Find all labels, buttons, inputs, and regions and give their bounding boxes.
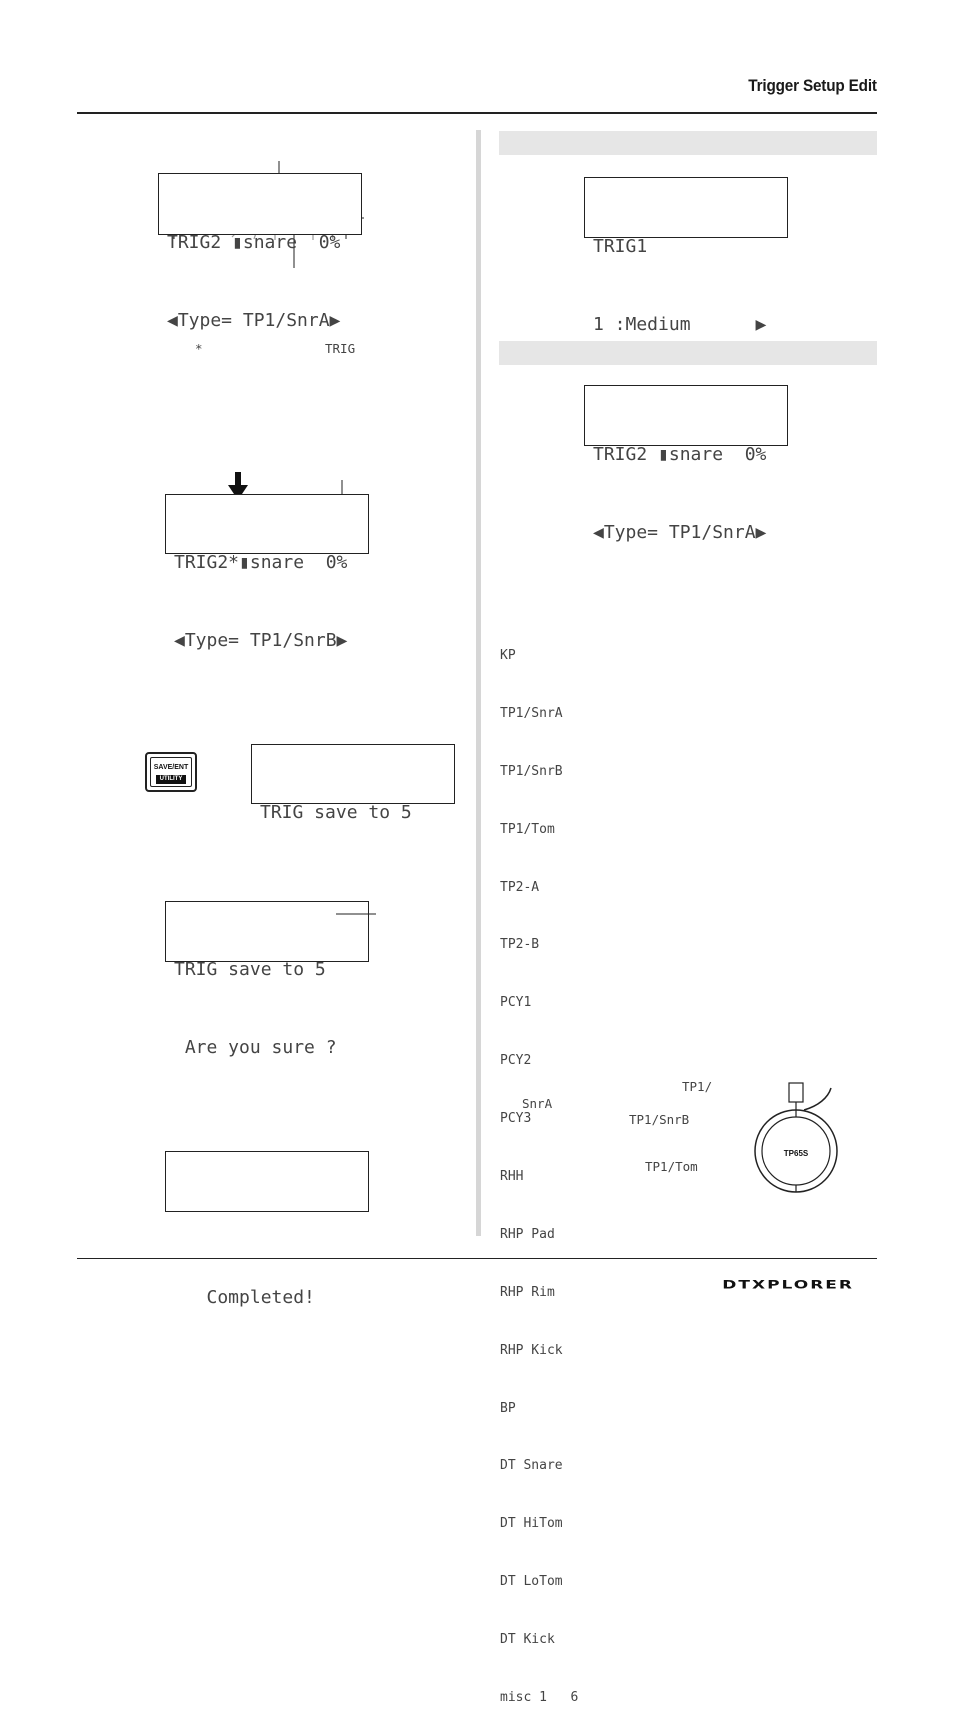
save-ent-label: SAVE/ENT [153,764,189,771]
lcd-line-1: TRIG2 ▮snare 0% [167,232,341,253]
lcd-line-1: TRIG save to 5 [174,959,326,980]
pad-note-snra: SnrA [522,1096,553,1111]
pad-note-tp1: TP1/ [682,1079,713,1094]
list-item: PCY3 [500,1111,532,1127]
pad-label: TP65S [784,1149,809,1158]
confirm-callout-line [336,913,376,915]
header-rule [77,112,877,114]
footer-rule [77,1258,877,1259]
lcd-line-1 [166,1207,368,1233]
list-item: DT Kick [500,1632,555,1648]
lcd-line-2: ◀Type= TP1/SnrA▶ [167,310,341,331]
lcd-trigger-type-display: TRIG2 ▮snare 0% ◀Type= TP1/SnrA▶ [158,173,362,331]
list-item: PCY1 [500,995,532,1011]
lcd-line-2: Completed! [174,1287,315,1308]
note-trig: TRIG [325,341,356,356]
list-item: RHH [500,1169,524,1185]
lcd-line-2: ◀Type= TP1/SnrA▶ [593,522,767,543]
list-item: TP1/SnrA [500,705,563,721]
lcd-trig1-display: TRIG1 1 :Medium ▶ [584,177,788,335]
list-item: TP2-A [500,879,540,895]
lcd-line-2: ◀Type= TP1/SnrB▶ [174,630,348,651]
list-item: BP [500,1400,516,1416]
save-ent-button[interactable]: SAVE/ENT UTILITY [145,752,197,792]
list-item: misc 1 6 [500,1690,579,1706]
list-item: KP [500,648,516,663]
list-item: TP1/Tom [500,821,555,837]
trigger-type-list: KP TP1/SnrA TP1/SnrB TP1/Tom TP2-A TP2-B… [500,608,578,1727]
dtxplorer-logo: DTXPLORER [722,1278,854,1292]
percent-callout-line [341,480,343,496]
lcd-completed-display: Completed! [165,1151,369,1308]
list-item: PCY2 [500,1053,532,1069]
lcd-confirm-display: TRIG save to 5 Are you sure ? [165,901,369,1058]
pad-note-snrb: TP1/SnrB [629,1112,690,1127]
lcd-line-1: TRIG save to 5 [260,802,412,823]
tp65s-pad-illustration: TP65S [754,1082,838,1193]
lcd-line-2: Are you sure ? [174,1037,337,1058]
list-item: RHP Rim [500,1284,555,1300]
list-item: TP1/SnrB [500,763,563,779]
lcd-trig2-display: TRIG2 ▮snare 0% ◀Type= TP1/SnrA▶ [584,385,788,543]
note-asterisk: * [195,341,203,356]
lcd-line-1: TRIG1 [593,236,648,257]
lcd-edited-display: TRIG2*▮snare 0% ◀Type= TP1/SnrB▶ [165,494,369,651]
lcd-line-2: 1 :Medium ▶ [593,314,767,335]
list-item: RHP Pad [500,1226,555,1242]
utility-label: UTILITY [156,775,186,784]
list-item: DT LoTom [500,1574,563,1590]
lcd-save-display: TRIG save to 5 [251,744,455,823]
lcd-line-1: TRIG2*▮snare 0% [174,552,348,573]
column-divider [476,130,481,1236]
lcd-line-1: TRIG2 ▮snare 0% [593,444,767,465]
down-arrow-icon [228,472,248,500]
section-band-2 [499,341,877,365]
list-item: TP2-B [500,937,540,953]
section-band-1 [499,131,877,155]
pad-note-tom: TP1/Tom [645,1159,698,1174]
list-item: DT HiTom [500,1516,563,1532]
list-item: DT Snare [500,1458,563,1474]
page-header-title: Trigger Setup Edit [748,76,877,95]
